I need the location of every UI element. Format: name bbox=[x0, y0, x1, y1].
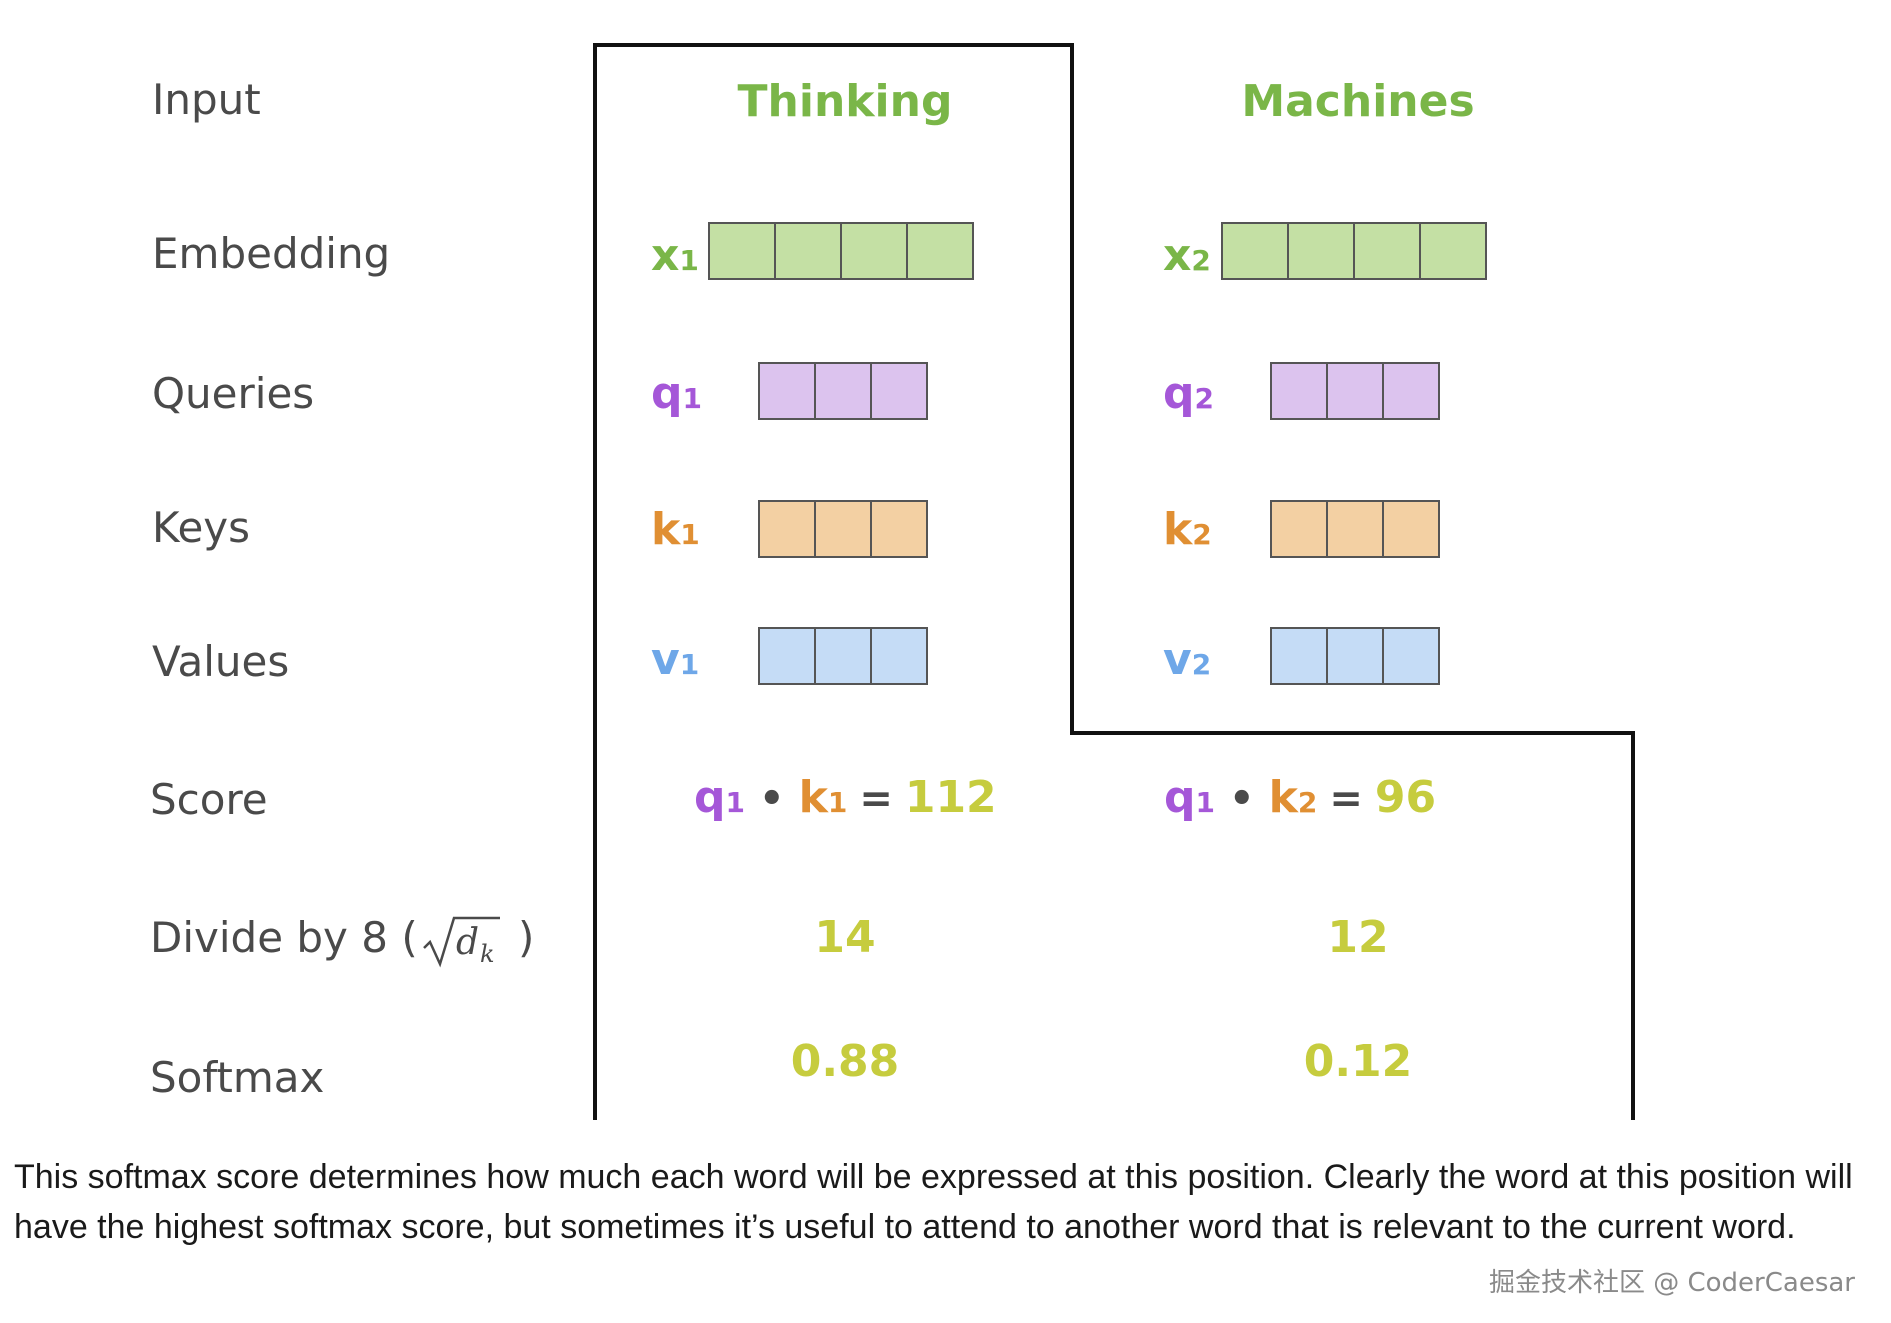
embedding-cell bbox=[1353, 222, 1421, 280]
value-cell bbox=[1270, 627, 1328, 685]
divided-value-2: 12 bbox=[1327, 912, 1388, 963]
caption-paragraph: This softmax score determines how much e… bbox=[14, 1158, 1853, 1246]
value-cell bbox=[758, 627, 816, 685]
query-cell bbox=[1382, 362, 1440, 420]
query-label-q2: q2 bbox=[1163, 368, 1214, 419]
value-cell bbox=[1382, 627, 1440, 685]
highlight-outline bbox=[593, 43, 1635, 1120]
query-cell bbox=[1326, 362, 1384, 420]
sqrt-sub: k bbox=[480, 940, 495, 968]
row-label-embedding: Embedding bbox=[152, 229, 390, 278]
query-label-q1: q1 bbox=[651, 368, 702, 419]
query-cell bbox=[814, 362, 872, 420]
value-label-v1: v1 bbox=[651, 634, 699, 685]
row-label-queries: Queries bbox=[152, 369, 314, 418]
embedding-label-x2: x2 bbox=[1163, 230, 1211, 281]
value-cell bbox=[1326, 627, 1384, 685]
embedding-cell bbox=[840, 222, 908, 280]
word-title-machines: Machines bbox=[1241, 76, 1474, 127]
row-label-score: Score bbox=[150, 775, 268, 824]
query-cell bbox=[870, 362, 928, 420]
key-cell bbox=[1326, 500, 1384, 558]
value-cell bbox=[870, 627, 928, 685]
sqrt-base: d bbox=[456, 922, 479, 963]
embedding-vector-x2 bbox=[1221, 222, 1487, 280]
word-title-thinking: Thinking bbox=[738, 76, 953, 127]
embedding-cell bbox=[1287, 222, 1355, 280]
divided-value-1: 14 bbox=[814, 912, 875, 963]
value-label-v2: v2 bbox=[1163, 634, 1211, 685]
row-label-divide-close: ) bbox=[518, 913, 534, 962]
embedding-cell bbox=[1221, 222, 1289, 280]
value-vector-v1 bbox=[758, 627, 928, 685]
row-label-values: Values bbox=[152, 637, 289, 686]
value-cell bbox=[814, 627, 872, 685]
embedding-cell bbox=[1419, 222, 1487, 280]
query-cell bbox=[1270, 362, 1328, 420]
key-cell bbox=[1270, 500, 1328, 558]
embedding-vector-x1 bbox=[708, 222, 974, 280]
key-cell bbox=[814, 500, 872, 558]
row-label-keys: Keys bbox=[152, 503, 250, 552]
softmax-value-1: 0.88 bbox=[791, 1036, 900, 1087]
value-vector-v2 bbox=[1270, 627, 1440, 685]
query-vector-q2 bbox=[1270, 362, 1440, 420]
key-cell bbox=[1382, 500, 1440, 558]
key-cell bbox=[870, 500, 928, 558]
row-label-input: Input bbox=[152, 75, 261, 124]
score-expression-2: q1 • k2 = 96 bbox=[1164, 772, 1436, 823]
watermark: 掘金技术社区 @ CoderCaesar bbox=[1488, 1268, 1855, 1298]
key-label-k1: k1 bbox=[651, 504, 700, 555]
key-cell bbox=[758, 500, 816, 558]
key-vector-k1 bbox=[758, 500, 928, 558]
key-label-k2: k2 bbox=[1163, 504, 1212, 555]
score-expression-1: q1 • k1 = 112 bbox=[694, 772, 997, 823]
embedding-cell bbox=[774, 222, 842, 280]
query-vector-q1 bbox=[758, 362, 928, 420]
embedding-cell bbox=[906, 222, 974, 280]
row-label-divide: Divide by 8 ( bbox=[150, 913, 418, 962]
query-cell bbox=[758, 362, 816, 420]
softmax-value-2: 0.12 bbox=[1304, 1036, 1413, 1087]
key-vector-k2 bbox=[1270, 500, 1440, 558]
embedding-label-x1: x1 bbox=[651, 230, 699, 281]
embedding-cell bbox=[708, 222, 776, 280]
row-label-softmax: Softmax bbox=[150, 1053, 324, 1102]
self-attention-diagram: Input Embedding Queries Keys Values Scor… bbox=[150, 43, 1635, 1120]
sqrt-dk-formula: d k bbox=[423, 916, 500, 968]
